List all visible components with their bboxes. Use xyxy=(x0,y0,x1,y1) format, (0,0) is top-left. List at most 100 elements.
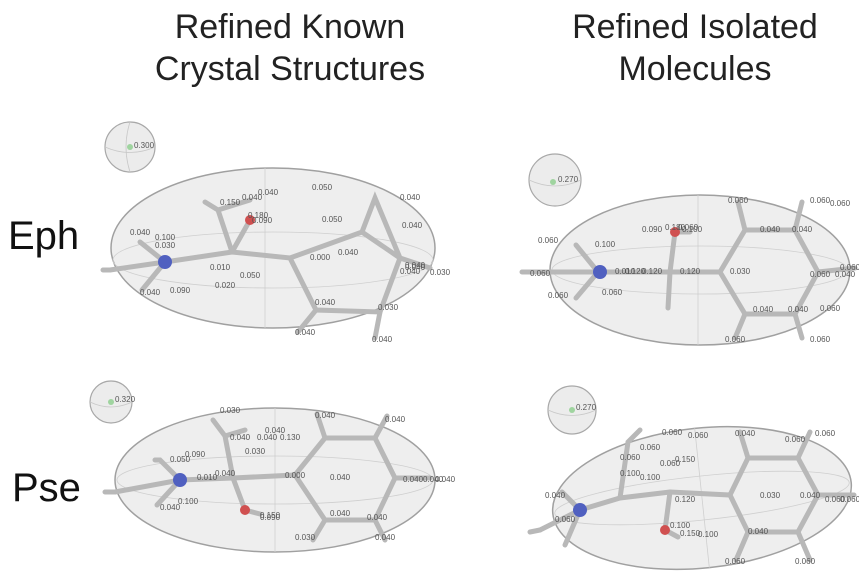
atom-value-label: 0.060 xyxy=(810,335,831,344)
atom-value-label: 0.060 xyxy=(810,196,831,205)
atom-value-label: 0.030 xyxy=(730,267,751,276)
atom-value-label: 0.060 xyxy=(538,236,559,245)
atom-value-label: 0.060 xyxy=(530,269,551,278)
atom-value-label: 0.040 xyxy=(835,270,856,279)
atom-value-label: 0.040 xyxy=(265,426,286,435)
atom-value-label: 0.030 xyxy=(155,241,176,250)
atom-value-label: 0.120 xyxy=(680,267,701,276)
nitrogen-atom xyxy=(158,255,172,269)
atom-value-label: 0.100 xyxy=(595,240,616,249)
atom-value-label: 0.040 xyxy=(423,475,444,484)
atom-value-label: 0.060 xyxy=(660,459,681,468)
atom-value-label: 0.060 xyxy=(620,453,641,462)
atom-value-label: 0.130 xyxy=(280,433,301,442)
molecule xyxy=(527,427,857,563)
column-title-left: Refined Known Crystal Structures xyxy=(154,8,426,88)
atom-value-label: 0.060 xyxy=(688,431,709,440)
atom-value-label: 0.040 xyxy=(435,475,456,484)
atom-value-label: 0.030 xyxy=(220,406,241,415)
atom-value-label: 0.060 xyxy=(678,223,699,232)
atom-value-label: 0.040 xyxy=(315,298,336,307)
ellipsoid xyxy=(110,167,436,329)
atom-value-label: 0.090 xyxy=(260,513,281,522)
atom-value-label: 0.040 xyxy=(140,288,161,297)
atom-value-label: 0.040 xyxy=(372,335,393,344)
nitrogen-atom xyxy=(173,473,187,487)
atom-value-label: 0.040 xyxy=(545,491,566,500)
atom-value-label: 0.040 xyxy=(735,429,756,438)
atom-value-label: 0.050 xyxy=(240,271,261,280)
atom-value-label: 0.030 xyxy=(760,491,781,500)
sphere-value: 0.270 xyxy=(576,403,597,412)
nitrogen-atom xyxy=(573,503,587,517)
atom-value-label: 0.060 xyxy=(820,304,841,313)
atom-value-label: 0.040 xyxy=(330,473,351,482)
atom-value-label: 0.060 xyxy=(815,429,836,438)
atom-value-label: 0.150 xyxy=(260,511,281,520)
atom-value-label: 0.040 xyxy=(375,533,396,542)
probe-sphere: 0.320 xyxy=(89,380,136,424)
atom-value-label: 0.040 xyxy=(405,263,426,272)
atom-value-label: 0.150 xyxy=(220,198,241,207)
row-label-pse: Pse xyxy=(12,466,81,510)
atom-value-label: 0.040 xyxy=(403,475,424,484)
atom-value-label: 0.040 xyxy=(792,225,813,234)
oxygen-atom xyxy=(240,505,250,515)
atom-value-label: 0.010 xyxy=(615,267,636,276)
atom-value-label: 0.040 xyxy=(402,221,423,230)
atom-value-label: 0.040 xyxy=(230,433,251,442)
atom-value-label: 0.060 xyxy=(728,196,749,205)
atom-value-label: 0.100 xyxy=(682,225,703,234)
atom-value-label: 0.040 xyxy=(338,248,359,257)
atom-value-label: 0.180 xyxy=(248,211,269,220)
atom-value-label: 0.040 xyxy=(400,193,421,202)
atom-value-label: 0.180 xyxy=(665,223,686,232)
atom-value-label: 0.060 xyxy=(785,435,806,444)
atom-value-label: 0.040 xyxy=(367,513,388,522)
atom-value-label: 0.060 xyxy=(830,199,851,208)
oxygen-atom xyxy=(670,227,680,237)
atom-value-label: 0.010 xyxy=(210,263,231,272)
atom-value-label: 0.100 xyxy=(698,530,719,539)
atom-value-label: 0.100 xyxy=(155,233,176,242)
sphere-value: 0.320 xyxy=(115,395,136,404)
molecule xyxy=(102,411,433,543)
atom-value-label: 0.040 xyxy=(215,469,236,478)
sphere-value: 0.270 xyxy=(558,175,579,184)
atom-value-label: 0.150 xyxy=(675,455,696,464)
sphere-value: 0.300 xyxy=(134,141,155,150)
atom-value-label: 0.000 xyxy=(285,471,306,480)
atom-value-label: 0.040 xyxy=(315,411,336,420)
atom-value-label: 0.000 xyxy=(310,253,331,262)
atom-value-label: 0.040 xyxy=(130,228,151,237)
atom-value-label: 0.040 xyxy=(385,415,406,424)
atom-value-label: 0.040 xyxy=(258,188,279,197)
ellipsoid xyxy=(114,407,436,553)
atom-value-label: 0.120 xyxy=(675,495,696,504)
atom-value-label: 0.010 xyxy=(197,473,218,482)
atom-value-label: 0.120 xyxy=(625,267,646,276)
atom-value-label: 0.030 xyxy=(430,268,451,277)
atom-value-label: 0.030 xyxy=(245,447,266,456)
probe-sphere: 0.300 xyxy=(104,121,156,173)
atom-value-label: 0.040 xyxy=(405,261,426,270)
atom-value-label: 0.040 xyxy=(788,305,809,314)
atom-value-label: 0.040 xyxy=(295,328,316,337)
molecule xyxy=(519,199,858,341)
atom-value-label: 0.040 xyxy=(257,433,278,442)
probe-sphere: 0.270 xyxy=(528,153,582,207)
row-label-eph: Eph xyxy=(8,214,80,258)
atom-value-label: 0.090 xyxy=(185,450,206,459)
atom-value-label: 0.050 xyxy=(322,215,343,224)
atom-value-label: 0.090 xyxy=(170,286,191,295)
atom-value-label: 0.100 xyxy=(670,521,691,530)
atom-value-label: 0.040 xyxy=(800,491,821,500)
atom-value-label: 0.040 xyxy=(160,503,181,512)
atom-value-label: 0.090 xyxy=(252,216,273,225)
atom-value-label: 0.100 xyxy=(640,473,661,482)
atom-value-label: 0.060 xyxy=(662,428,683,437)
atom-value-label: 0.060 xyxy=(825,495,846,504)
